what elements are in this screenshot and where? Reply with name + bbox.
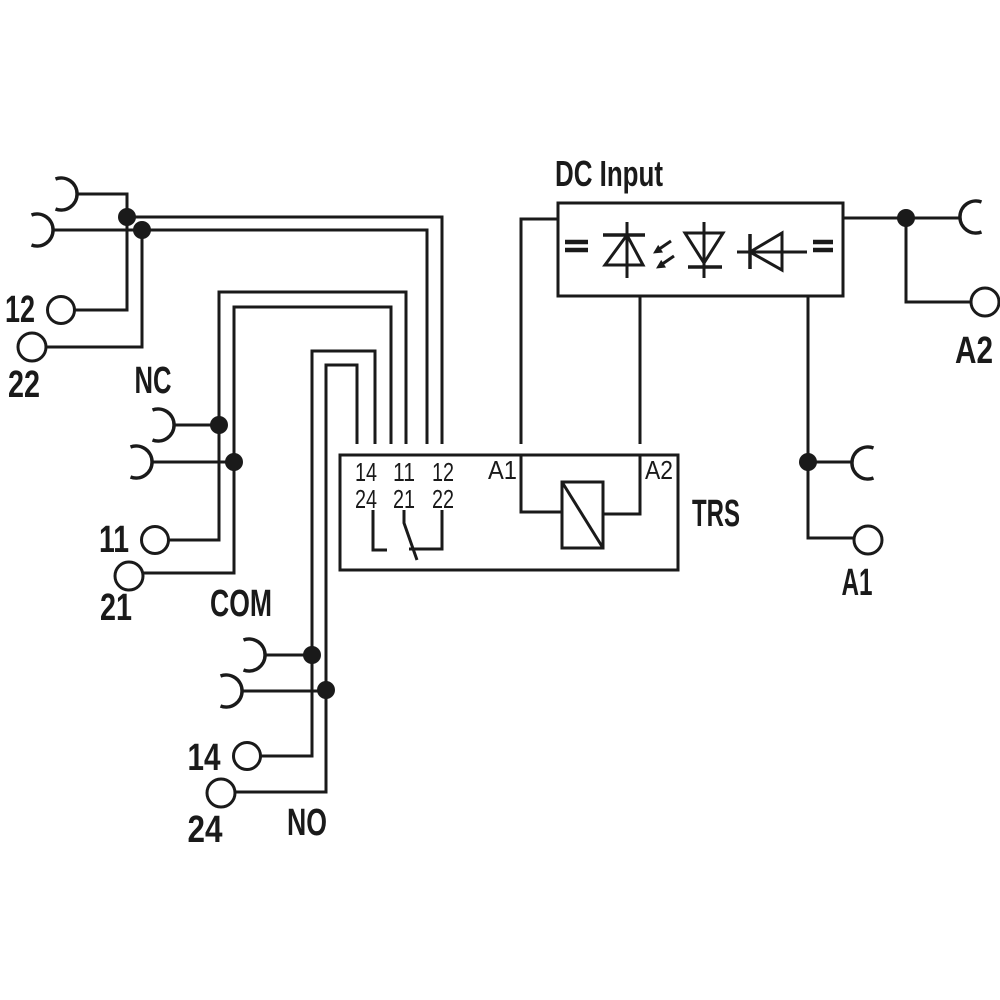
terminal-circle-a1 [852,524,884,556]
relay-pin-a1: A1 [488,455,517,485]
dc-input-module: DC Input [555,153,845,298]
relay-pin-12: 12 [432,457,454,487]
suppressor-diode-icon [602,222,646,278]
junction-dot [133,221,151,239]
changeover-contact-icon [371,510,444,561]
label-no: NO [287,802,327,844]
wire-a2-terminal [904,218,971,304]
junction-dot [897,209,915,227]
terminal-circles [16,286,1000,809]
junction-dots [118,208,915,699]
wires [46,192,971,794]
led-diode-icon [682,222,726,278]
socket-arc-icon [54,176,79,212]
junction-dot [210,416,228,434]
relay-coil-icon [519,455,642,550]
wire-24 [235,363,359,794]
dc-input-title: DC Input [555,153,663,194]
terminal-circle-11 [140,525,170,555]
terminal-circle-12 [46,295,76,325]
junction-dot [317,681,335,699]
terminal-circle-a2 [969,286,1000,318]
label-21: 21 [100,587,132,629]
junction-dot [303,646,321,664]
wire-14 [260,349,377,758]
label-nc: NC [135,360,172,402]
socket-arcs [30,176,983,709]
wire-12 [74,192,129,312]
relay-module: TRS 14 11 12 24 21 22 A1 A2 [338,453,740,572]
label-14: 14 [188,737,221,779]
terminal-circle-14 [232,741,262,771]
wire-22-to-relay [53,228,429,444]
junction-dot [225,453,243,471]
relay-pin-24: 24 [355,484,377,514]
relay-pin-11: 11 [393,457,415,487]
socket-arc-icon [219,673,244,709]
relay-pin-22: 22 [432,484,454,514]
reverse-diode-icon [737,230,807,273]
label-a1: A1 [842,562,873,604]
junction-dot [118,208,136,226]
relay-pin-21: 21 [393,484,415,514]
socket-arc-icon [850,445,875,481]
terminal-labels: 12 22 NC 11 21 COM 14 24 NO A1 A2 [5,289,993,851]
terminal-circle-22 [16,331,48,363]
relay-box [338,453,680,572]
dc-symbol-right-icon [813,239,833,253]
relay-name: TRS [692,493,740,535]
junction-dot [799,453,817,471]
label-12: 12 [5,289,35,331]
socket-arc-icon [242,637,267,673]
relay-pin-14: 14 [355,457,377,487]
wire-a1-right [806,296,854,540]
dc-symbol-left-icon [565,239,588,253]
terminal-circle-24 [205,777,237,809]
socket-arc-icon [958,199,983,235]
relay-pin-a2: A2 [645,455,673,485]
led-light-arrows-icon [653,239,675,269]
wire-21 [143,305,393,575]
wire-a1-coil [519,217,558,444]
label-22: 22 [8,364,40,406]
socket-arc-icon [129,444,154,480]
label-a2: A2 [955,330,993,372]
socket-arc-icon [30,212,55,248]
label-24: 24 [188,809,223,851]
wire-22 [46,230,144,349]
wire-11 [168,290,408,542]
dc-input-box [556,201,845,298]
terminal-circle-21 [113,560,145,592]
socket-arc-icon [151,407,176,443]
label-11: 11 [99,519,129,561]
wire-12-to-relay [127,215,444,444]
label-com: COM [210,583,272,625]
